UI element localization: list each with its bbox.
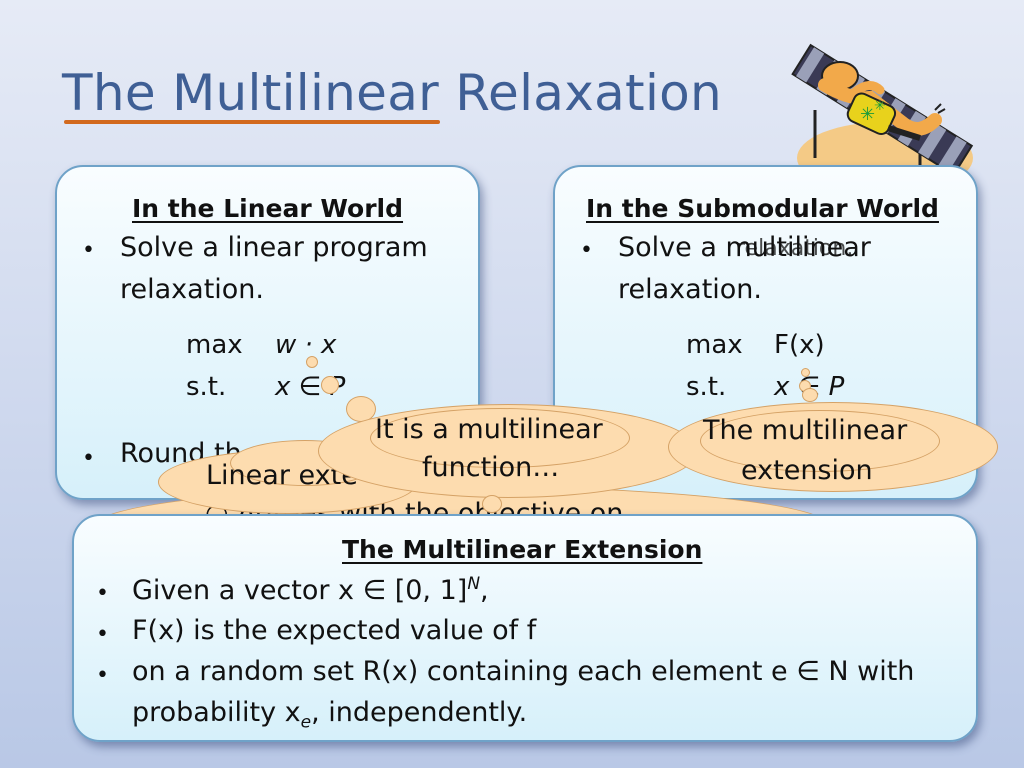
linear-objective: w · x: [275, 330, 337, 360]
thought-bubble-dot: [801, 368, 810, 377]
linear-st-label: s.t.: [186, 372, 227, 402]
submodular-solve-text: Solve a multilinear: [618, 232, 871, 263]
extension-item-expected: F(x) is the expected value of f: [132, 615, 537, 646]
multilinear-function-line1: It is a multilinear: [375, 414, 603, 445]
submodular-world-heading: In the Submodular World: [586, 194, 939, 223]
linear-max-label: max: [186, 330, 243, 360]
slide-title: The Multilinear Relaxation: [62, 64, 722, 122]
svg-text:✳: ✳: [874, 98, 886, 114]
bullet-icon: •: [96, 581, 109, 606]
extension-item-vector: Given a vector x ∈ [0, 1]N,: [132, 574, 489, 606]
extension-item-random-set: on a random set R(x) containing each ele…: [132, 656, 915, 687]
thought-bubble-dot: [306, 356, 318, 368]
multilinear-extension-cloud-puff: [700, 410, 940, 472]
multilinear-function-line2: function…: [422, 452, 560, 483]
linear-relaxation-text: relaxation.: [120, 274, 264, 305]
submodular-overlap-text: relaxation.: [736, 236, 854, 261]
thought-bubble-dot: [321, 376, 339, 394]
submodular-max-label: max: [686, 330, 743, 360]
multilinear-extension-box: [72, 514, 978, 742]
probability-text: probability x: [132, 697, 301, 728]
probability-end: , independently.: [311, 697, 528, 728]
submodular-relaxation-text: relaxation.: [618, 274, 762, 305]
bullet-icon: •: [82, 446, 95, 471]
vector-text: Given a vector x ∈ [0, 1]: [132, 575, 468, 606]
multilinear-extension-line1: The multilinear: [703, 415, 908, 446]
bullet-icon: •: [580, 238, 593, 263]
submodular-objective: F(x): [774, 330, 825, 360]
vector-comma: ,: [480, 575, 489, 606]
submodular-st-label: s.t.: [686, 372, 727, 402]
multilinear-extension-heading: The Multilinear Extension: [342, 535, 703, 564]
bullet-icon: •: [96, 663, 109, 688]
linear-solve-text: Solve a linear program: [120, 232, 428, 263]
extension-item-probability: probability xe, independently.: [132, 697, 527, 732]
title-underline: [64, 120, 440, 124]
thought-bubble-dot: [482, 495, 502, 513]
thought-bubble-dot: [802, 388, 818, 402]
vector-superscript: N: [467, 574, 481, 594]
title-multilinear: The Multilinear: [62, 64, 440, 122]
multilinear-extension-line2: extension: [741, 455, 873, 486]
svg-text:✳: ✳: [860, 104, 875, 125]
multilinear-function-cloud-puff: [370, 408, 630, 468]
bullet-icon: •: [82, 238, 95, 263]
title-relaxation: Relaxation: [439, 64, 723, 122]
probability-subscript: e: [300, 712, 312, 733]
bullet-icon: •: [96, 622, 109, 647]
linear-world-heading: In the Linear World: [132, 194, 404, 223]
